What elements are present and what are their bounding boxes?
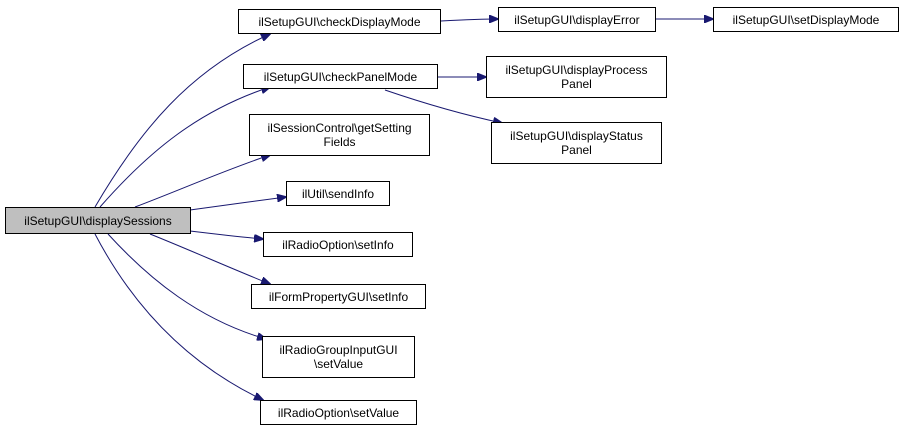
edge-root-getSettingFields bbox=[134, 155, 270, 208]
edge-root-radioGroupSetValue bbox=[107, 233, 266, 339]
edge-checkDisplayMode-displayError bbox=[440, 19, 498, 21]
node-set-display-mode[interactable]: ilSetupGUI\setDisplayMode bbox=[713, 7, 899, 32]
node-get-setting-fields[interactable]: ilSessionControl\getSetting Fields bbox=[249, 114, 430, 156]
edge-root-checkDisplayMode bbox=[94, 34, 270, 208]
node-radio-group-set-value[interactable]: ilRadioGroupInputGUI \setValue bbox=[262, 336, 415, 378]
node-radio-option-set-value[interactable]: ilRadioOption\setValue bbox=[260, 400, 417, 425]
edge-root-checkPanelMode bbox=[99, 87, 270, 208]
node-check-display-mode[interactable]: ilSetupGUI\checkDisplayMode bbox=[238, 9, 441, 34]
edge-root-radioSetInfo bbox=[189, 230, 263, 239]
edge-root-radioSetValue bbox=[94, 233, 263, 400]
edge-root-formPropSetInfo bbox=[149, 233, 270, 284]
node-send-info[interactable]: ilUtil\sendInfo bbox=[286, 181, 390, 206]
node-check-panel-mode[interactable]: ilSetupGUI\checkPanelMode bbox=[243, 64, 438, 89]
edge-checkPanelMode-displayStatusPanel bbox=[384, 89, 502, 123]
node-radio-option-set-info[interactable]: ilRadioOption\setInfo bbox=[263, 232, 413, 257]
node-display-error[interactable]: ilSetupGUI\displayError bbox=[498, 7, 656, 32]
node-display-process-panel[interactable]: ilSetupGUI\displayProcess Panel bbox=[486, 56, 667, 98]
node-display-status-panel[interactable]: ilSetupGUI\displayStatus Panel bbox=[491, 122, 662, 164]
root-node-display-sessions: ilSetupGUI\displaySessions bbox=[5, 207, 191, 234]
node-form-property-set-info[interactable]: ilFormPropertyGUI\setInfo bbox=[251, 284, 426, 309]
edge-root-sendInfo bbox=[189, 197, 286, 211]
